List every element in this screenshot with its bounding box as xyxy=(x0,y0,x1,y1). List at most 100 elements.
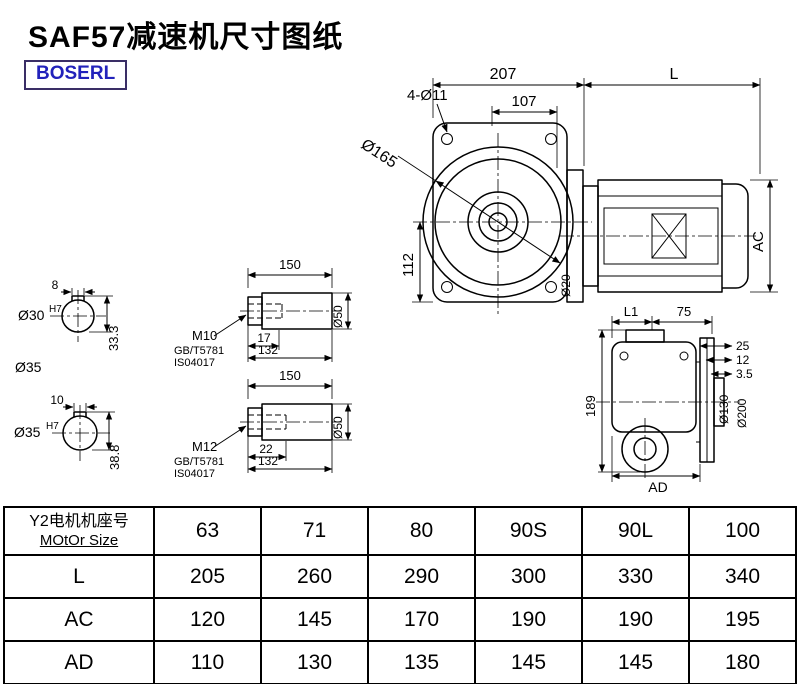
bolt-hole xyxy=(619,351,629,361)
standard-iso: IS04017 xyxy=(174,468,215,480)
keyway xyxy=(71,295,85,302)
dim-bolt-holes: 4-Ø11 xyxy=(407,87,448,104)
bolt-hole xyxy=(441,281,453,293)
motor-body xyxy=(597,179,723,293)
dim-17: 17 xyxy=(257,331,271,345)
dim-3-5: 3.5 xyxy=(736,367,753,381)
bolt-hole xyxy=(441,133,453,145)
motor-rotor xyxy=(651,213,687,259)
value-cell: 330 xyxy=(581,554,690,599)
flange-spigot xyxy=(713,377,725,427)
dim-AC: AC xyxy=(750,231,767,252)
bolt-hole xyxy=(545,281,557,293)
bore-circle xyxy=(61,299,95,333)
dim-75: 75 xyxy=(677,304,691,319)
value-cell: 180 xyxy=(688,640,797,684)
dim-o50: Ø50 xyxy=(331,305,345,328)
value-cell: 300 xyxy=(474,554,583,599)
value-cell: 290 xyxy=(367,554,476,599)
table-header-row: Y2电机机座号 MOtOr Size 63 71 80 90S 90L 100 xyxy=(3,506,797,556)
value-cell: 145 xyxy=(581,640,690,684)
table-row-AD: AD 110 130 135 145 145 180 xyxy=(3,640,797,684)
value-cell: 120 xyxy=(153,597,262,642)
dim-o20: Ø20 xyxy=(559,274,573,297)
motor-size-col: 90S xyxy=(474,506,583,556)
dim-shaft-o35: Ø35 xyxy=(15,359,42,375)
fan-cover xyxy=(722,183,749,289)
value-cell: 260 xyxy=(260,554,369,599)
standard-iso: IS04017 xyxy=(174,357,215,369)
tolerance-h7: H7 xyxy=(46,421,59,432)
front-view-dimensions: 207 L 107 4-Ø11 Ø165 112 AC Ø20 xyxy=(358,66,778,303)
row-label-AC: AC xyxy=(3,597,155,642)
dim-bore-o30: Ø30 xyxy=(18,307,45,323)
motor-size-label-cn: Y2电机机座号 xyxy=(29,513,129,531)
keyway xyxy=(73,411,87,417)
value-cell: 145 xyxy=(260,597,369,642)
dim-12: 12 xyxy=(736,353,750,367)
dim-207: 207 xyxy=(490,66,517,83)
dim-keyway-8: 8 xyxy=(52,278,59,292)
table-row-AC: AC 120 145 170 190 190 195 xyxy=(3,597,797,642)
dim-150: 150 xyxy=(279,257,301,272)
bore-circle xyxy=(62,415,98,451)
value-cell: 110 xyxy=(153,640,262,684)
row-label-AD: AD xyxy=(3,640,155,684)
dim-25: 25 xyxy=(736,339,750,353)
motor-size-col: 63 xyxy=(153,506,262,556)
value-cell: 190 xyxy=(581,597,690,642)
value-cell: 145 xyxy=(474,640,583,684)
boserl-logo: BOSERL xyxy=(24,60,128,90)
dim-L1: L1 xyxy=(624,304,638,319)
dim-107: 107 xyxy=(511,93,536,110)
bolt-hole xyxy=(679,351,689,361)
motor-size-col: 100 xyxy=(688,506,797,556)
side-view-dimensions: L1 75 25 12 3.5 189 Ø130 Ø200 AD xyxy=(583,304,753,495)
page-title: SAF57减速机尺寸图纸 xyxy=(28,21,344,54)
stub-shaft-2: 150 M12 GB/T5781 IS04017 22 132 Ø50 xyxy=(174,368,352,480)
stub-shaft-1: 150 M10 GB/T5781 IS04017 17 132 Ø50 xyxy=(174,257,352,369)
motor-size-col: 71 xyxy=(260,506,369,556)
dim-132: 132 xyxy=(258,454,278,468)
dim-22: 22 xyxy=(259,442,273,456)
motor-size-label-en: MOtOr Size xyxy=(39,531,119,549)
table-row-L: L 205 260 290 300 330 340 xyxy=(3,554,797,599)
output-boss xyxy=(621,425,669,473)
value-cell: 130 xyxy=(260,640,369,684)
standard-gb: GB/T5781 xyxy=(174,345,224,357)
dim-132: 132 xyxy=(258,343,278,357)
bore-detail-2: 10 Ø35 H7 38.8 xyxy=(14,393,122,470)
dim-bore-o35: Ø35 xyxy=(14,424,41,440)
dim-38-8: 38.8 xyxy=(107,445,122,470)
motor-outline xyxy=(566,169,749,303)
dim-33-3: 33.3 xyxy=(106,326,121,351)
technical-drawing: 207 L 107 4-Ø11 Ø165 112 AC Ø20 xyxy=(14,66,778,495)
motor-size-col: 90L xyxy=(581,506,690,556)
dim-112: 112 xyxy=(400,253,417,277)
dim-150: 150 xyxy=(279,368,301,383)
dim-o200: Ø200 xyxy=(735,398,749,428)
thread-m12: M12 xyxy=(192,439,217,454)
tolerance-h7: H7 xyxy=(49,304,62,315)
standard-gb: GB/T5781 xyxy=(174,456,224,468)
value-cell: 195 xyxy=(688,597,797,642)
side-view xyxy=(596,329,740,478)
value-cell: 135 xyxy=(367,640,476,684)
row-label-L: L xyxy=(3,554,155,599)
bore-detail-1: 8 Ø30 H7 33.3 Ø35 xyxy=(15,278,121,375)
dim-AD: AD xyxy=(648,479,667,495)
dim-flange-diameter: Ø165 xyxy=(358,136,400,172)
value-cell: 170 xyxy=(367,597,476,642)
value-cell: 205 xyxy=(153,554,262,599)
motor-dimension-table: Y2电机机座号 MOtOr Size 63 71 80 90S 90L 100 … xyxy=(3,506,797,684)
value-cell: 340 xyxy=(688,554,797,599)
side-housing xyxy=(611,341,697,433)
dim-o50: Ø50 xyxy=(331,416,345,439)
bolt-hole xyxy=(545,133,557,145)
motor-size-header-cell: Y2电机机座号 MOtOr Size xyxy=(3,506,155,556)
motor-size-col: 80 xyxy=(367,506,476,556)
value-cell: 190 xyxy=(474,597,583,642)
dim-o130: Ø130 xyxy=(717,394,731,424)
dim-keyway-10: 10 xyxy=(50,393,64,407)
